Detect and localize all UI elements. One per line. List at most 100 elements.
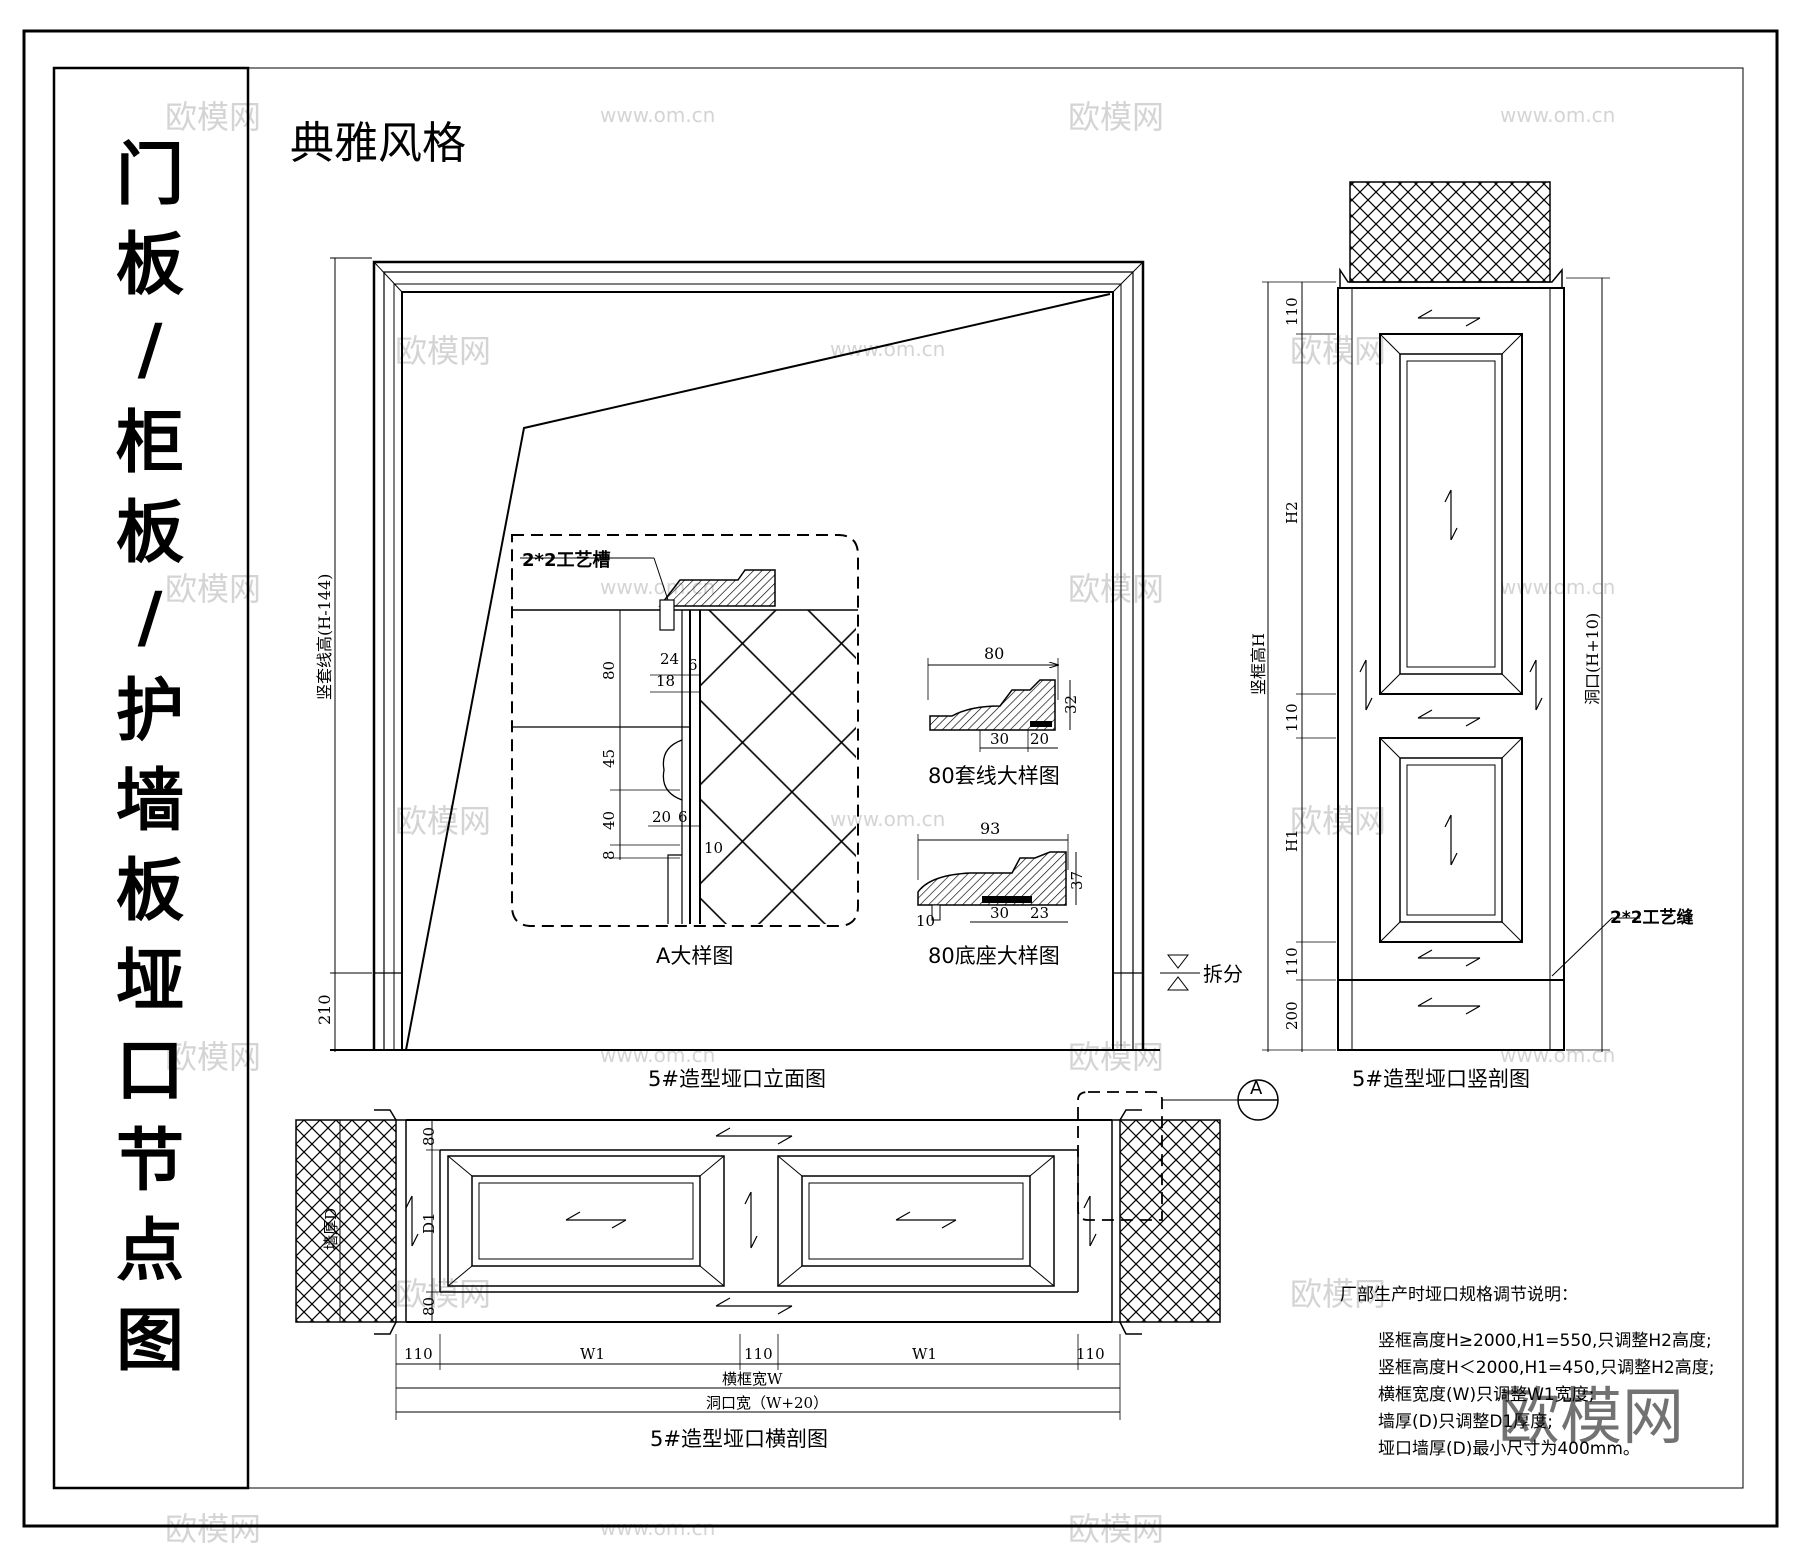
watermark-logo-large: 欧模网: [1498, 1380, 1684, 1453]
detail-a: [511, 534, 859, 927]
side-title-char: 口: [116, 1032, 184, 1111]
side-title-char: 护: [116, 672, 184, 751]
side-title: 门 板 / 柜 板 / 护 墙 板 垭 口 节 点 图: [116, 136, 184, 1381]
hsec-dim-v: 80: [420, 1297, 438, 1316]
side-title-char: 图: [116, 1302, 184, 1381]
casing-caption: 80套线大样图: [928, 764, 1060, 788]
notes-line: 墙厚(D)只调整D1厚度;: [1378, 1412, 1553, 1432]
opening-width-label: 洞口宽（W+20）: [706, 1394, 828, 1412]
detail-a-caption: A大样图: [656, 944, 733, 968]
base-dim: 93: [980, 819, 1000, 838]
style-title: 典雅风格: [290, 118, 466, 169]
side-title-char: /: [138, 578, 163, 657]
hsec-dim-h: 110: [1076, 1345, 1105, 1363]
hsec-dim-v: 80: [420, 1127, 438, 1146]
outer-frame: [22, 29, 1779, 1528]
watermark-logo: 欧模网: [165, 570, 261, 608]
production-notes: 厂部生产时垭口规格调节说明： 竖框高度H≥2000,H1=550,只调整H2高度…: [1340, 1285, 1714, 1459]
notes-line: 垭口墙厚(D)最小尺寸为400mm。: [1378, 1439, 1640, 1459]
detail-a-dim: 18: [656, 672, 675, 690]
elevation-caption: 5#造型垭口立面图: [648, 1067, 826, 1091]
vsec-dim: H2: [1283, 501, 1301, 524]
detail-a-dim: 24: [660, 650, 679, 668]
base-dim: 37: [1068, 871, 1086, 890]
casing-dim: 30: [990, 730, 1009, 748]
watermark-url: www.om.cn: [1500, 1043, 1615, 1067]
casing-dim: 20: [1030, 730, 1049, 748]
watermark-logo: 欧模网: [1068, 1038, 1164, 1076]
vsec-dim: 110: [1283, 947, 1301, 976]
detail-a-dim: 45: [600, 749, 618, 768]
hsec-dim-h: W1: [580, 1345, 605, 1363]
horizontal-section: [295, 1079, 1279, 1420]
side-title-char: 点: [116, 1212, 184, 1291]
side-title-char: 板: [116, 226, 184, 305]
detail-a-dim: 40: [600, 811, 618, 830]
vsec-dim: 110: [1283, 703, 1301, 732]
watermark-logo: 欧模网: [1068, 98, 1164, 136]
side-title-char: /: [138, 310, 163, 389]
detail-a-dim: 10: [704, 839, 723, 857]
split-label: 拆分: [1203, 962, 1243, 986]
right-wall-hatch: [1119, 1119, 1221, 1323]
vsec-dim: 110: [1283, 297, 1301, 326]
groove-label: 2*2工艺槽: [522, 549, 610, 571]
watermark-url: www.om.cn: [600, 1516, 715, 1540]
seam-label: 2*2工艺缝: [1610, 907, 1694, 928]
notes-line: 竖框高度H＜2000,H1=450,只调整H2高度;: [1378, 1358, 1714, 1378]
header-wall-hatch: [1349, 181, 1551, 283]
side-title-char: 垭: [116, 942, 184, 1021]
base-caption: 80底座大样图: [928, 944, 1060, 968]
base-dim: 23: [1030, 904, 1049, 922]
watermark-logo: 欧模网: [165, 1510, 261, 1548]
watermark-url: www.om.cn: [600, 1043, 715, 1067]
detail-a-dim: 80: [600, 661, 618, 680]
elevation-height-dim: 竖套线高(H-144): [315, 574, 334, 700]
title-box: [52, 66, 250, 1490]
casing-80-detail: [927, 658, 1071, 752]
notes-line: 竖框高度H≥2000,H1=550,只调整H2高度;: [1378, 1331, 1712, 1351]
vsec-total-left: 竖框高H: [1249, 633, 1268, 695]
watermark-logo: 欧模网: [395, 1275, 491, 1313]
vsec-total-right: 洞口(H+10): [1583, 613, 1602, 705]
watermark-url: www.om.cn: [830, 337, 945, 361]
hsec-dim-h: W1: [912, 1345, 937, 1363]
detail-a-dim: 8: [600, 850, 618, 860]
watermark-url: www.om.cn: [1500, 103, 1615, 127]
detail-a-dim: 6: [678, 808, 688, 826]
hsec-dim-h: 110: [744, 1345, 773, 1363]
vertical-section: [1262, 181, 1640, 1052]
side-title-char: 墙: [116, 762, 184, 841]
side-title-char: 节: [116, 1122, 184, 1201]
hsec-caption: 5#造型垭口横剖图: [650, 1427, 828, 1451]
notes-line: 横框宽度(W)只调整W1宽度;: [1378, 1385, 1594, 1405]
notes-heading: 厂部生产时垭口规格调节说明：: [1340, 1285, 1578, 1305]
side-title-char: 板: [116, 852, 184, 931]
detail-a-dim: 6: [688, 656, 698, 674]
watermark-url: www.om.cn: [1500, 575, 1615, 599]
left-wall-hatch: [295, 1119, 397, 1323]
elevation-view: [330, 257, 1200, 1052]
vsec-caption: 5#造型垭口竖剖图: [1352, 1067, 1530, 1091]
watermark-logo: 欧模网: [395, 332, 491, 370]
hsec-dim-v: D1: [420, 1212, 438, 1234]
side-title-char: 门: [116, 136, 184, 215]
side-title-char: 板: [116, 494, 184, 573]
watermark-logo: 欧模网: [1068, 1510, 1164, 1548]
casing-dim: 32: [1062, 695, 1080, 714]
watermark-logo: 欧模网: [165, 98, 261, 136]
hsec-dim-h: 110: [404, 1345, 433, 1363]
watermark-layer: 欧模网 www.om.cn 欧模网 www.om.cn 欧模网 www.om.c…: [165, 98, 1615, 1548]
watermark-url: www.om.cn: [600, 103, 715, 127]
watermark-logo: 欧模网: [165, 1038, 261, 1076]
frame-width-label: 横框宽W: [722, 1370, 783, 1388]
section-a-mark: A: [1250, 1078, 1263, 1099]
detail-a-dim: 20: [652, 808, 671, 826]
casing-profile: [658, 569, 776, 607]
watermark-logo: 欧模网: [1290, 1275, 1386, 1313]
base-dim: 10: [916, 912, 935, 930]
wall-hatch: [700, 610, 856, 924]
casing-dim: 80: [984, 644, 1004, 663]
wall-thickness-label: 墙厚D: [322, 1208, 340, 1250]
vsec-dim: H1: [1283, 829, 1301, 852]
